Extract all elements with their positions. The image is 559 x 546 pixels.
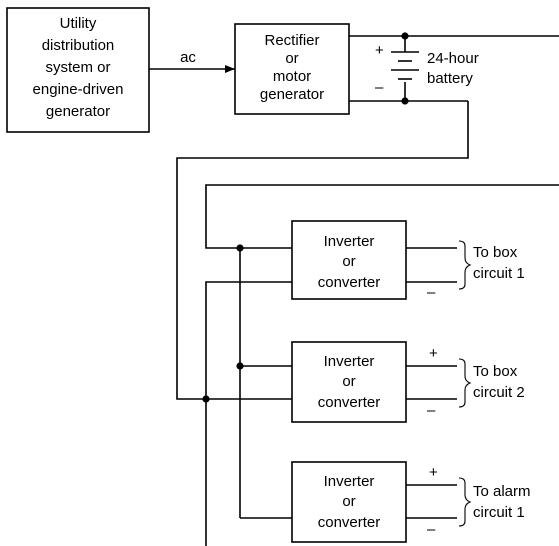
positive-distribution-line: [205, 184, 559, 249]
ac-label: ac: [180, 49, 196, 66]
inverter-label-line: or: [342, 493, 355, 510]
target-label-line: To box: [473, 244, 518, 261]
inverter-label-line: converter: [318, 514, 381, 531]
inverter-box-2: Inverter or converter: [291, 341, 407, 423]
inverter-box-3: Inverter or converter: [291, 461, 407, 543]
source-label-line: system or: [45, 59, 110, 76]
rectifier-label-line: motor: [273, 68, 311, 85]
inverter-2-minus-sign: –: [427, 402, 436, 419]
inverter-3-minus-sign: –: [427, 521, 436, 538]
inverter-label-line: Inverter: [324, 233, 375, 250]
junction-dot: [401, 32, 409, 40]
source-label-line: engine-driven: [33, 81, 124, 98]
junctions: [202, 32, 409, 403]
battery-minus-sign: –: [375, 79, 384, 96]
inverter-2-plus-sign: +: [429, 345, 438, 362]
junction-dot: [236, 362, 244, 370]
inverter-1-minus-sign: –: [427, 284, 436, 301]
brace-2: [458, 358, 472, 408]
inverter-3-plus-sign: +: [429, 464, 438, 481]
target-label-line: To box: [473, 363, 518, 380]
target-label-line: circuit 2: [473, 384, 525, 401]
battery-label-line: 24-hour: [427, 50, 479, 67]
inverter-label-line: or: [342, 373, 355, 390]
rectifier-label-line: generator: [260, 86, 324, 103]
battery-symbol: + – 24-hour battery: [375, 42, 479, 96]
rectifier-label-line: or: [285, 50, 298, 67]
source-label-line: Utility: [60, 15, 97, 32]
inverter-label-line: Inverter: [324, 353, 375, 370]
negative-vertical-bus: [205, 281, 292, 546]
battery-plus-sign: +: [375, 42, 384, 59]
inverter-label-line: converter: [318, 274, 381, 291]
source-label-line: distribution: [42, 37, 115, 54]
battery-label-line: battery: [427, 70, 473, 87]
inverter-label-line: Inverter: [324, 473, 375, 490]
junction-dot: [401, 97, 409, 105]
negative-bus-line: [176, 101, 469, 400]
source-box: Utility distribution system or engine-dr…: [6, 7, 150, 133]
junction-dot: [236, 244, 244, 252]
brace-1: [458, 240, 472, 290]
target-label-line: circuit 1: [473, 504, 525, 521]
brace-3: [458, 477, 472, 527]
inverter-label-line: or: [342, 253, 355, 270]
rectifier-box: Rectifier or motor generator: [234, 23, 350, 115]
junction-dot: [202, 395, 210, 403]
rectifier-label-line: Rectifier: [264, 32, 319, 49]
target-label-line: circuit 1: [473, 265, 525, 282]
inverter-label-line: converter: [318, 394, 381, 411]
inverter-box-1: Inverter or converter: [291, 220, 407, 300]
target-label-line: To alarm: [473, 483, 531, 500]
source-label-line: generator: [46, 103, 110, 120]
